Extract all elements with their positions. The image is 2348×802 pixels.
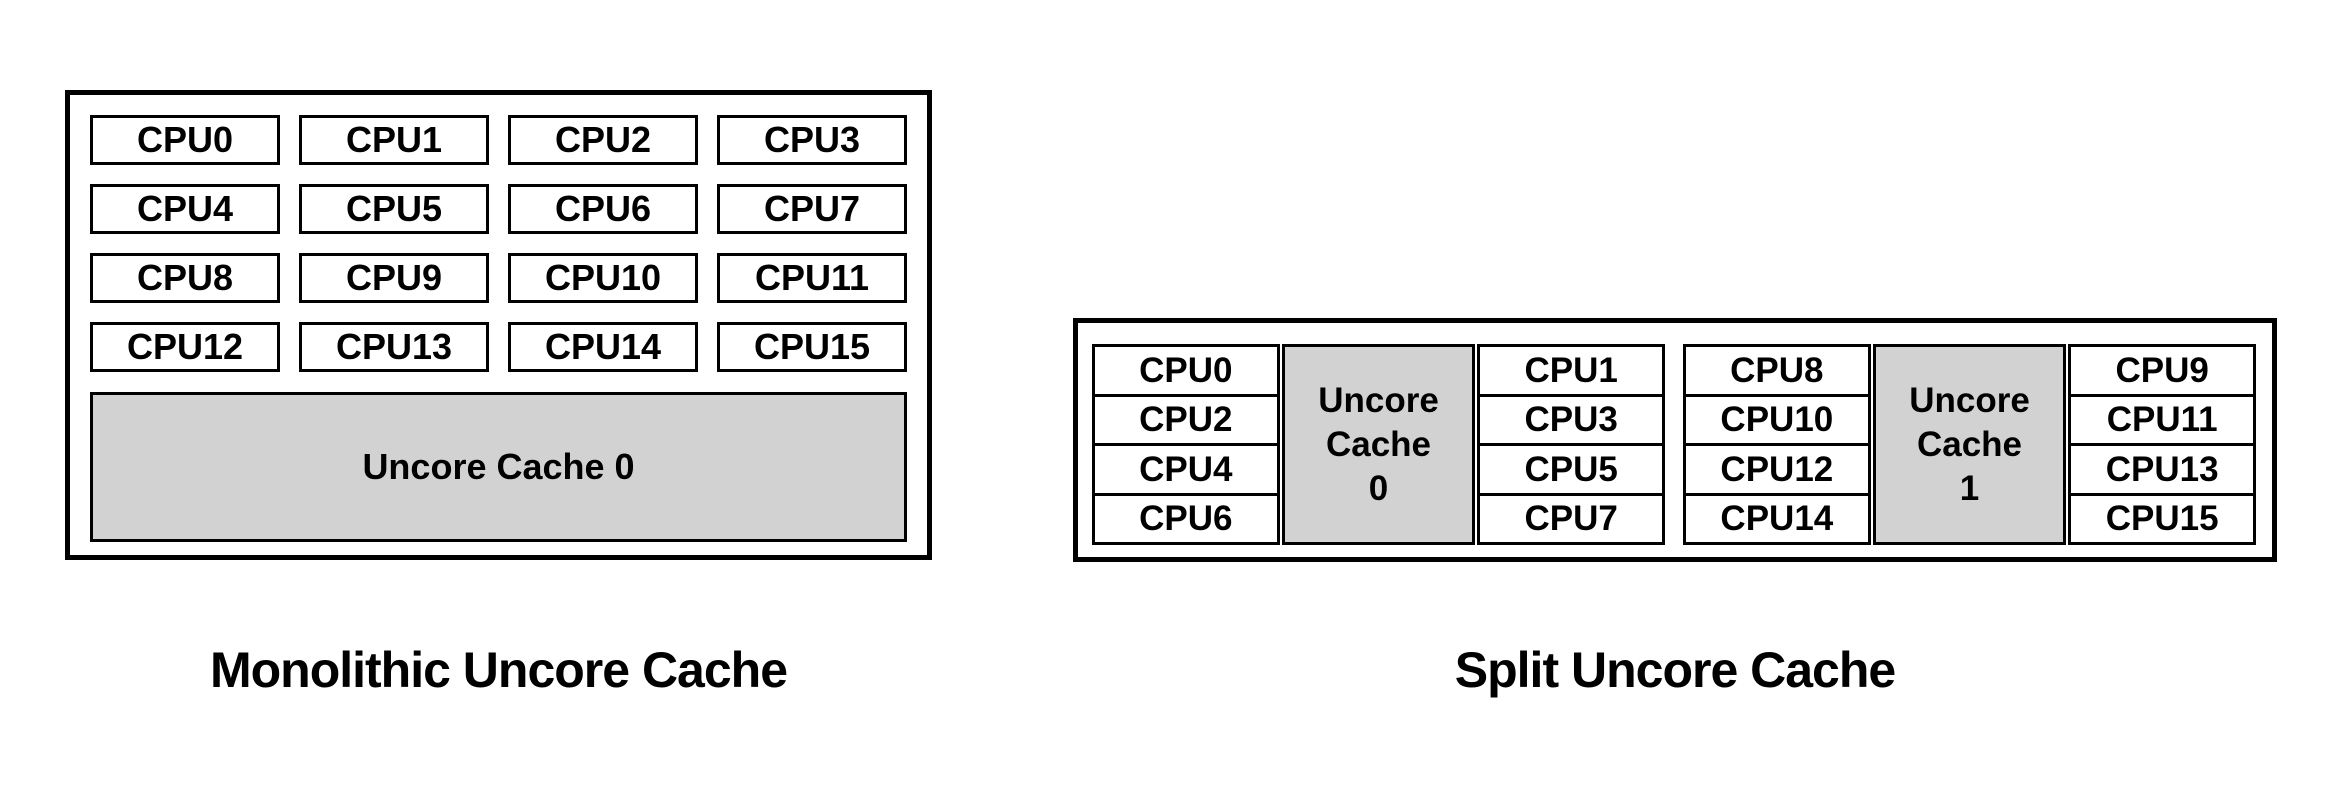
uncore-cache-0-label: Uncore Cache 0 xyxy=(362,446,635,487)
cpu-cell: CPU15 xyxy=(2068,492,2257,545)
uncore-cache-0-label-line: Cache xyxy=(1325,424,1432,464)
cpu-box: CPU2 xyxy=(508,115,698,165)
uncore-cache-0-label-line: 0 xyxy=(1368,468,1389,508)
cpu-box: CPU8 xyxy=(90,253,280,303)
cpu-cell: CPU5 xyxy=(1477,443,1666,496)
cpu-box: CPU10 xyxy=(508,253,698,303)
cpu-box: CPU7 xyxy=(717,184,907,234)
cpu-cell: CPU10 xyxy=(1683,393,1871,446)
cpu-box: CPU4 xyxy=(90,184,280,234)
cpu-cell: CPU9 xyxy=(2068,344,2257,397)
uncore-cache-0-box: Uncore Cache 0 xyxy=(90,392,907,542)
split-caption: Split Uncore Cache xyxy=(1454,642,1896,698)
cpu-box: CPU6 xyxy=(508,184,698,234)
cpu-cell: CPU2 xyxy=(1092,393,1280,446)
cpu-cell: CPU6 xyxy=(1092,492,1280,545)
monolithic-caption: Monolithic Uncore Cache xyxy=(209,642,788,698)
cpu-cell: CPU14 xyxy=(1683,492,1871,545)
cpu-cell: CPU1 xyxy=(1477,344,1666,397)
cpu-box: CPU1 xyxy=(299,115,489,165)
cpu-box: CPU15 xyxy=(717,322,907,372)
cpu-cell: CPU0 xyxy=(1092,344,1280,397)
cpu-cell: CPU13 xyxy=(2068,443,2257,496)
cpu-cell: CPU8 xyxy=(1683,344,1871,397)
cpu-box: CPU11 xyxy=(717,253,907,303)
uncore-cache-0-label-line: Uncore xyxy=(1318,380,1439,420)
cpu-box: CPU0 xyxy=(90,115,280,165)
cpu-box: CPU9 xyxy=(299,253,489,303)
cpu-cell: CPU4 xyxy=(1092,443,1280,496)
cpu-cell: CPU7 xyxy=(1477,492,1666,545)
cpu-box: CPU12 xyxy=(90,322,280,372)
cpu-box: CPU14 xyxy=(508,322,698,372)
uncore-cache-1-label-line: Cache xyxy=(1916,424,2023,464)
uncore-cache-1-label-line: Uncore xyxy=(1909,380,2030,420)
uncore-cache-1-label-line: 1 xyxy=(1959,468,1980,508)
cpu-box: CPU5 xyxy=(299,184,489,234)
cpu-box: CPU3 xyxy=(717,115,907,165)
cpu-box: CPU13 xyxy=(299,322,489,372)
cpu-cell: CPU3 xyxy=(1477,393,1666,446)
cpu-cell: CPU12 xyxy=(1683,443,1871,496)
cpu-cell: CPU11 xyxy=(2068,393,2257,446)
